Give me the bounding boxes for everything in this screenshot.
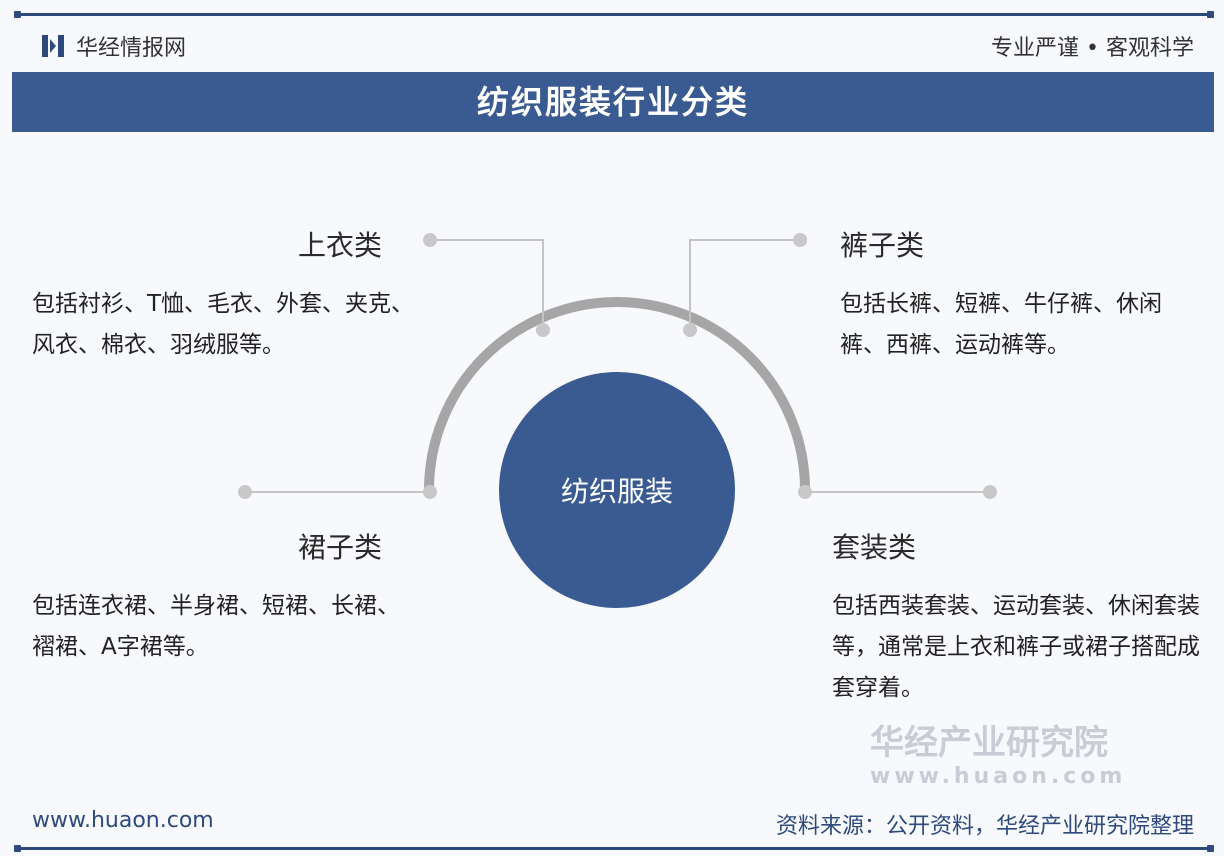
node-dot <box>536 323 550 337</box>
watermark-name: 华经产业研究院 <box>870 723 1108 763</box>
category-skirts: 裙子类 <box>298 531 383 564</box>
category-tops-desc: 包括衬衫、T恤、毛衣、外套、夹克、风衣、棉衣、羽绒服等。 <box>32 291 415 358</box>
center-circle: 纺织服装 <box>499 372 735 608</box>
category-suits-desc: 包括西装套装、运动套装、休闲套装等，通常是上衣和裤子或裙子搭配成套穿着。 <box>832 593 1200 701</box>
node-dot <box>683 323 697 337</box>
node-dot <box>983 485 997 499</box>
node-dot <box>423 233 437 247</box>
top-divider <box>14 11 1214 18</box>
logo-icon <box>42 35 64 57</box>
node-dot <box>423 485 437 499</box>
node-dot <box>238 485 252 499</box>
footer-url[interactable]: www.huaon.com <box>32 808 214 833</box>
footer-source: 资料来源：公开资料，华经产业研究院整理 <box>775 814 1194 839</box>
category-pants: 裤子类 <box>840 229 925 262</box>
slogan: 专业严谨 • 客观科学 <box>991 36 1194 61</box>
arc <box>424 297 810 491</box>
watermark: 华经产业研究院 www.huaon.com <box>870 715 1126 789</box>
node-dot <box>798 485 812 499</box>
category-tops: 上衣类 <box>298 229 383 262</box>
node-dot <box>793 233 807 247</box>
bottom-divider <box>14 845 1214 852</box>
page-title: 纺织服装行业分类 <box>12 72 1214 132</box>
category-skirts-desc: 包括连衣裙、半身裙、短裙、长裙、褶裙、A字裙等。 <box>32 593 400 660</box>
category-suits: 套装类 <box>832 531 917 564</box>
logo-text: 华经情报网 <box>76 36 187 61</box>
watermark-url: www.huaon.com <box>870 764 1127 789</box>
category-pants-desc: 包括长裤、短裤、牛仔裤、休闲裤、西裤、运动裤等。 <box>840 291 1162 358</box>
logo: 华经情报网 <box>40 30 186 62</box>
